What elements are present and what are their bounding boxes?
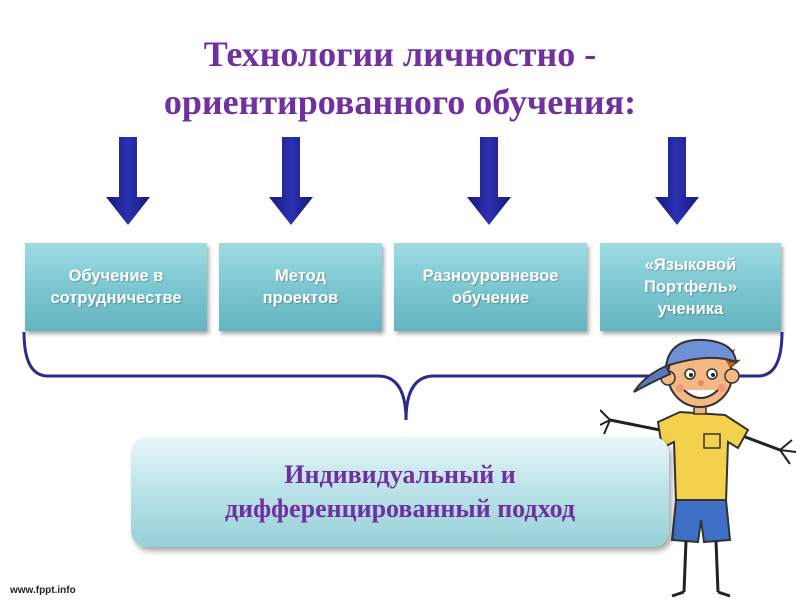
method-label: Метод проектов bbox=[262, 267, 339, 307]
slide-title: Технологии личностно - ориентированного … bbox=[163, 34, 637, 122]
footer-url: www.fppt.info bbox=[10, 585, 76, 596]
method-box-projects: Метод проектов bbox=[219, 243, 382, 331]
method-label: «Языковой Портфель» ученика bbox=[643, 256, 738, 318]
approach-label: Индивидуальный и дифференцированный подх… bbox=[225, 460, 575, 523]
down-arrow-icon bbox=[467, 137, 511, 225]
grouping-brace bbox=[22, 331, 784, 421]
method-box-cooperation: Обучение в сотрудничестве bbox=[25, 243, 207, 331]
method-label: Разноуровневое обучение bbox=[422, 267, 559, 307]
down-arrow-icon bbox=[106, 137, 150, 225]
method-box-multilevel: Разноуровневое обучение bbox=[394, 243, 587, 331]
down-arrow-icon bbox=[655, 137, 699, 225]
boy-icon bbox=[600, 338, 797, 598]
method-label: Обучение в сотрудничестве bbox=[50, 267, 182, 307]
down-arrow-icon bbox=[269, 137, 313, 225]
approach-box: Индивидуальный и дифференцированный подх… bbox=[131, 437, 669, 547]
method-box-language-portfolio: «Языковой Портфель» ученика bbox=[600, 243, 781, 331]
